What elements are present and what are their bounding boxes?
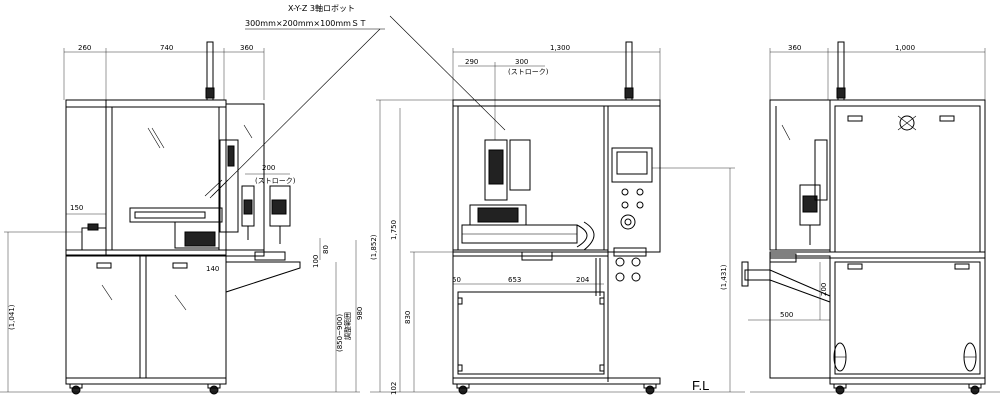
dim-1852: (1,852) xyxy=(370,234,378,260)
callout-line1: X-Y-Z 3軸ロボット xyxy=(288,3,355,13)
dim-260: 260 xyxy=(78,44,91,52)
dim-830: 830 xyxy=(404,311,412,324)
dim-1041: (1,041) xyxy=(8,304,16,330)
dim-50: 50 xyxy=(452,276,461,284)
front-view: 1,300 290 300 (ストローク) xyxy=(370,41,745,395)
dim-100: 100 xyxy=(312,255,320,268)
dim-adj-label: 調整範囲 xyxy=(343,312,352,340)
dim-300: 300 xyxy=(515,58,528,66)
dim-653: 653 xyxy=(508,276,521,284)
dim-140: 140 xyxy=(206,265,219,273)
dim-front-stroke: (ストローク) xyxy=(508,68,549,76)
dim-right-200: 200 xyxy=(820,283,828,296)
left-side-view: 260 740 360 xyxy=(0,41,364,395)
dim-adj: (850~900) xyxy=(336,314,344,352)
floor-level-label: F.L xyxy=(692,378,709,393)
dim-1431: (1,431) xyxy=(720,264,728,290)
dim-150: 150 xyxy=(70,204,83,212)
dim-200: 200 xyxy=(262,164,275,172)
right-side-view: 360 1,000 500 xyxy=(741,41,1000,395)
dim-102: 102 xyxy=(390,382,398,395)
dim-1300: 1,300 xyxy=(550,44,570,52)
dim-right-360: 360 xyxy=(788,44,801,52)
dim-204: 204 xyxy=(576,276,590,284)
dim-stroke-label: (ストローク) xyxy=(255,177,296,185)
dim-740: 740 xyxy=(160,44,173,52)
callout-line2: 300mm×200mm×100mmＳＴ xyxy=(245,19,367,28)
dim-360: 360 xyxy=(240,44,253,52)
dim-980: 980 xyxy=(356,307,364,320)
dim-290: 290 xyxy=(465,58,478,66)
dim-right-500: 500 xyxy=(780,311,793,319)
dim-right-1000: 1,000 xyxy=(895,44,915,52)
dim-1750: 1,750 xyxy=(390,220,398,240)
dim-80: 80 xyxy=(322,245,330,254)
